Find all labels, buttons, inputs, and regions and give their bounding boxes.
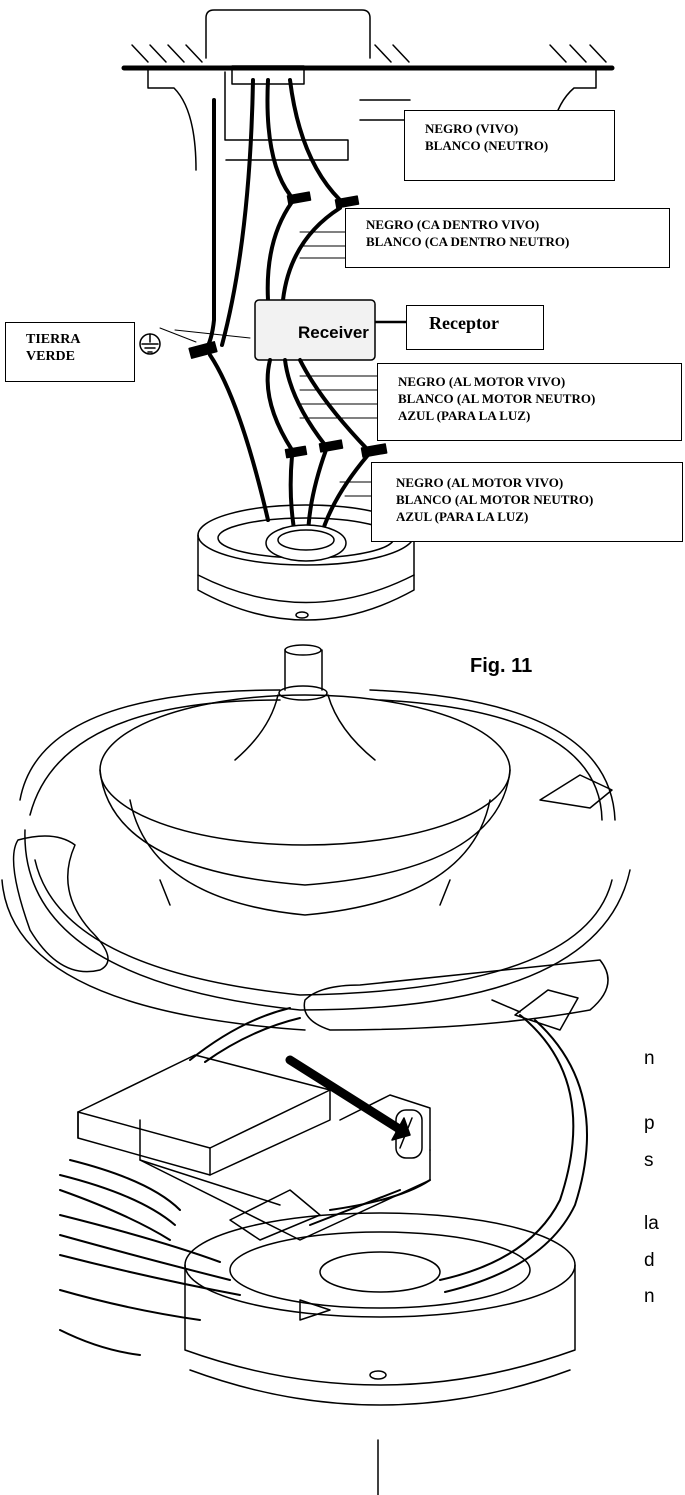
receiver-insertion-figure [59, 989, 588, 1495]
label-ac-in-neutral: BLANCO (CA DENTRO NEUTRO) [366, 234, 570, 249]
cropped-text-2: p [644, 1113, 655, 1134]
figure-label: Fig. 11 [470, 655, 533, 677]
canopy-bowl [197, 504, 415, 621]
label-leader-lines [174, 231, 381, 497]
fan-body [1, 689, 631, 1031]
label-ac-in: NEGRO (CA DENTRO VIVO) BLANCO (CA DENTRO… [345, 208, 670, 268]
label-ground: TIERRA VERDE [5, 322, 135, 382]
cropped-text-5: d [644, 1250, 655, 1271]
ground-connection [139, 327, 270, 522]
label-live: NEGRO (VIVO) [425, 121, 519, 136]
label-to-motor-2: NEGRO (AL MOTOR VIVO) BLANCO (AL MOTOR N… [371, 462, 683, 542]
cropped-text-1: n [644, 1048, 655, 1069]
label-ground-line1: TIERRA [26, 332, 81, 347]
receiver-caption: Receptor [406, 305, 544, 350]
label-to-motor-1: NEGRO (AL MOTOR VIVO) BLANCO (AL MOTOR N… [377, 363, 682, 441]
label-ac-in-live: NEGRO (CA DENTRO VIVO) [366, 217, 540, 232]
wire-nuts-lower [284, 439, 388, 459]
label-live-neutral: NEGRO (VIVO) BLANCO (NEUTRO) [404, 110, 615, 181]
cropped-text-3: s [644, 1150, 654, 1171]
receiver-output-wires [265, 358, 370, 452]
label-neutral: BLANCO (NEUTRO) [425, 138, 549, 153]
wire-nuts-upper [286, 191, 360, 209]
cropped-text-6: n [644, 1286, 655, 1307]
downrod [234, 644, 376, 761]
receiver-box-text: Receiver [298, 323, 369, 342]
label-ground-line2: VERDE [26, 349, 76, 364]
receiver-input-wires [265, 200, 342, 302]
cropped-text-4: la [644, 1213, 659, 1234]
